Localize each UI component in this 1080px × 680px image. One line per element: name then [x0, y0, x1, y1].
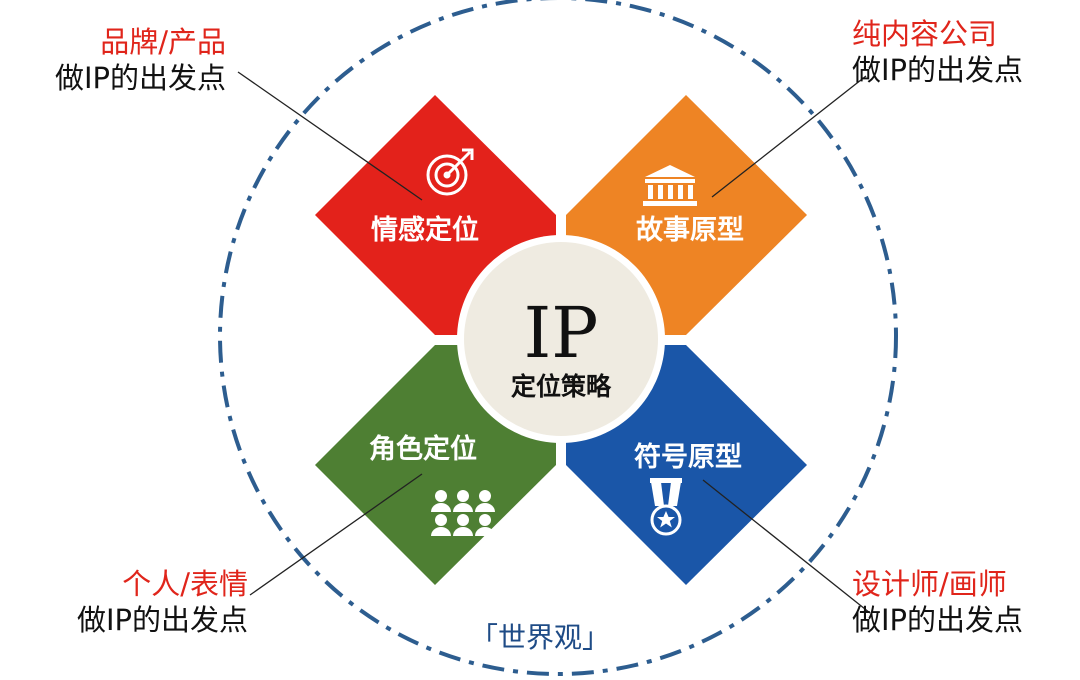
center-title: IP	[524, 292, 599, 374]
annotation-text: 做IP的出发点	[54, 61, 226, 95]
world-circle	[218, 0, 898, 676]
annotation-bottom-right: 设计师/画师 做IP的出发点	[852, 566, 1023, 638]
connector-top-left	[237, 71, 423, 201]
medal-icon	[650, 478, 682, 536]
annotation-top-right: 纯内容公司 做IP的出发点	[852, 16, 1023, 88]
annotation-text: 做IP的出发点	[852, 53, 1024, 87]
connector-top-right	[711, 75, 867, 198]
annotation-title: 纯内容公司	[852, 17, 998, 51]
quadrant-label-bottom-left: 角色定位	[369, 433, 477, 465]
annotation-text: 做IP的出发点	[76, 603, 248, 637]
worldview-label: 「世界观」	[469, 621, 610, 654]
group-icon	[431, 490, 495, 536]
annotation-title: 品牌/产品	[100, 25, 226, 59]
annotation-title: 设计师/画师	[852, 567, 1007, 601]
center-circle-inner	[464, 242, 658, 436]
museum-icon	[643, 165, 697, 206]
target-icon	[426, 148, 474, 196]
annotation-bottom-left: 个人/表情 做IP的出发点	[0, 566, 248, 638]
connector-bottom-left	[249, 473, 423, 596]
quadrant-label-top-left: 情感定位	[371, 214, 479, 246]
quadrant-label-top-right: 故事原型	[636, 215, 744, 246]
annotation-top-left: 品牌/产品 做IP的出发点	[0, 24, 226, 96]
connector-bottom-right	[702, 479, 871, 614]
annotation-title: 个人/表情	[122, 567, 248, 601]
annotation-text: 做IP的出发点	[852, 603, 1024, 637]
quadrant-label-bottom-right: 符号原型	[634, 441, 742, 473]
center-subtitle: 定位策略	[511, 372, 612, 401]
